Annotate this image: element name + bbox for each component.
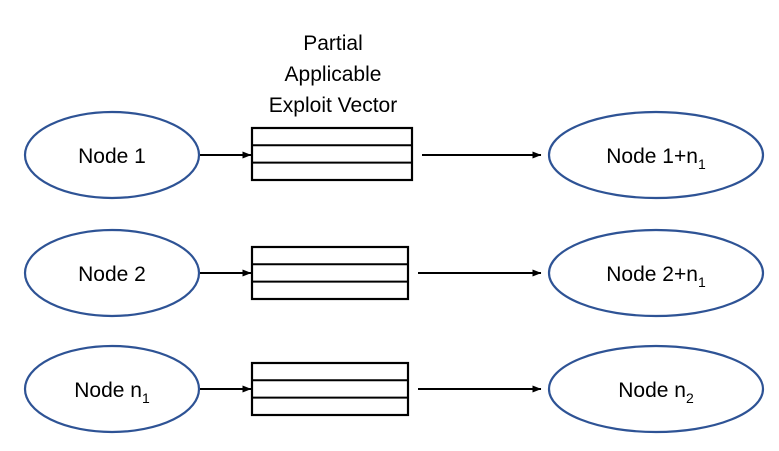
target-node-2[interactable]: Node 2+n1 (547, 228, 765, 318)
title-line-3: Exploit Vector (269, 94, 397, 117)
target-node-1-base: Node 1+n (606, 145, 698, 168)
source-node-2-base: Node 2 (78, 263, 146, 286)
source-node-2[interactable]: Node 2 (23, 228, 201, 318)
target-node-3-label: Node n2 (618, 379, 694, 406)
target-node-3[interactable]: Node n2 (547, 344, 765, 434)
diagram-row-1: Node 1 Node 1+n1 (23, 110, 765, 200)
target-node-3-ellipse[interactable] (547, 344, 765, 434)
exploit-vector-1[interactable] (250, 126, 414, 182)
source-node-3[interactable]: Node n1 (23, 344, 201, 434)
source-node-2-ellipse[interactable] (23, 228, 201, 318)
target-node-2-base: Node 2+n (606, 263, 698, 286)
exploit-vector-2[interactable] (250, 245, 410, 301)
target-node-1[interactable]: Node 1+n1 (547, 110, 765, 200)
target-node-1-ellipse[interactable] (547, 110, 765, 200)
target-node-3-subscript: 2 (686, 390, 694, 406)
diagram-row-2: Node 2 Node 2+n1 (23, 228, 765, 318)
source-node-2-label: Node 2 (78, 263, 146, 286)
target-node-1-subscript: 1 (698, 156, 706, 172)
exploit-vector-3-box[interactable] (250, 361, 410, 417)
source-node-1-ellipse[interactable] (23, 110, 201, 200)
source-node-3-subscript: 1 (142, 390, 150, 406)
exploit-vector-2-box[interactable] (250, 245, 410, 301)
source-node-3-base: Node n (74, 379, 142, 402)
exploit-vector-1-box[interactable] (250, 126, 414, 182)
source-node-3-ellipse[interactable] (23, 344, 201, 434)
title-line-1: Partial (303, 32, 363, 55)
source-node-1[interactable]: Node 1 (23, 110, 201, 200)
source-node-3-label: Node n1 (74, 379, 150, 406)
title-line-2: Applicable (285, 63, 382, 86)
exploit-vector-3[interactable] (250, 361, 410, 417)
source-node-1-base: Node 1 (78, 145, 146, 168)
target-node-2-ellipse[interactable] (547, 228, 765, 318)
target-node-1-label: Node 1+n1 (606, 145, 706, 172)
diagram-row-3: Node n1 Node n2 (23, 344, 765, 434)
target-node-3-base: Node n (618, 379, 686, 402)
target-node-2-subscript: 1 (698, 274, 706, 290)
target-node-2-label: Node 2+n1 (606, 263, 706, 290)
source-node-1-label: Node 1 (78, 145, 146, 168)
diagram-title: Partial Applicable Exploit Vector (269, 32, 397, 117)
